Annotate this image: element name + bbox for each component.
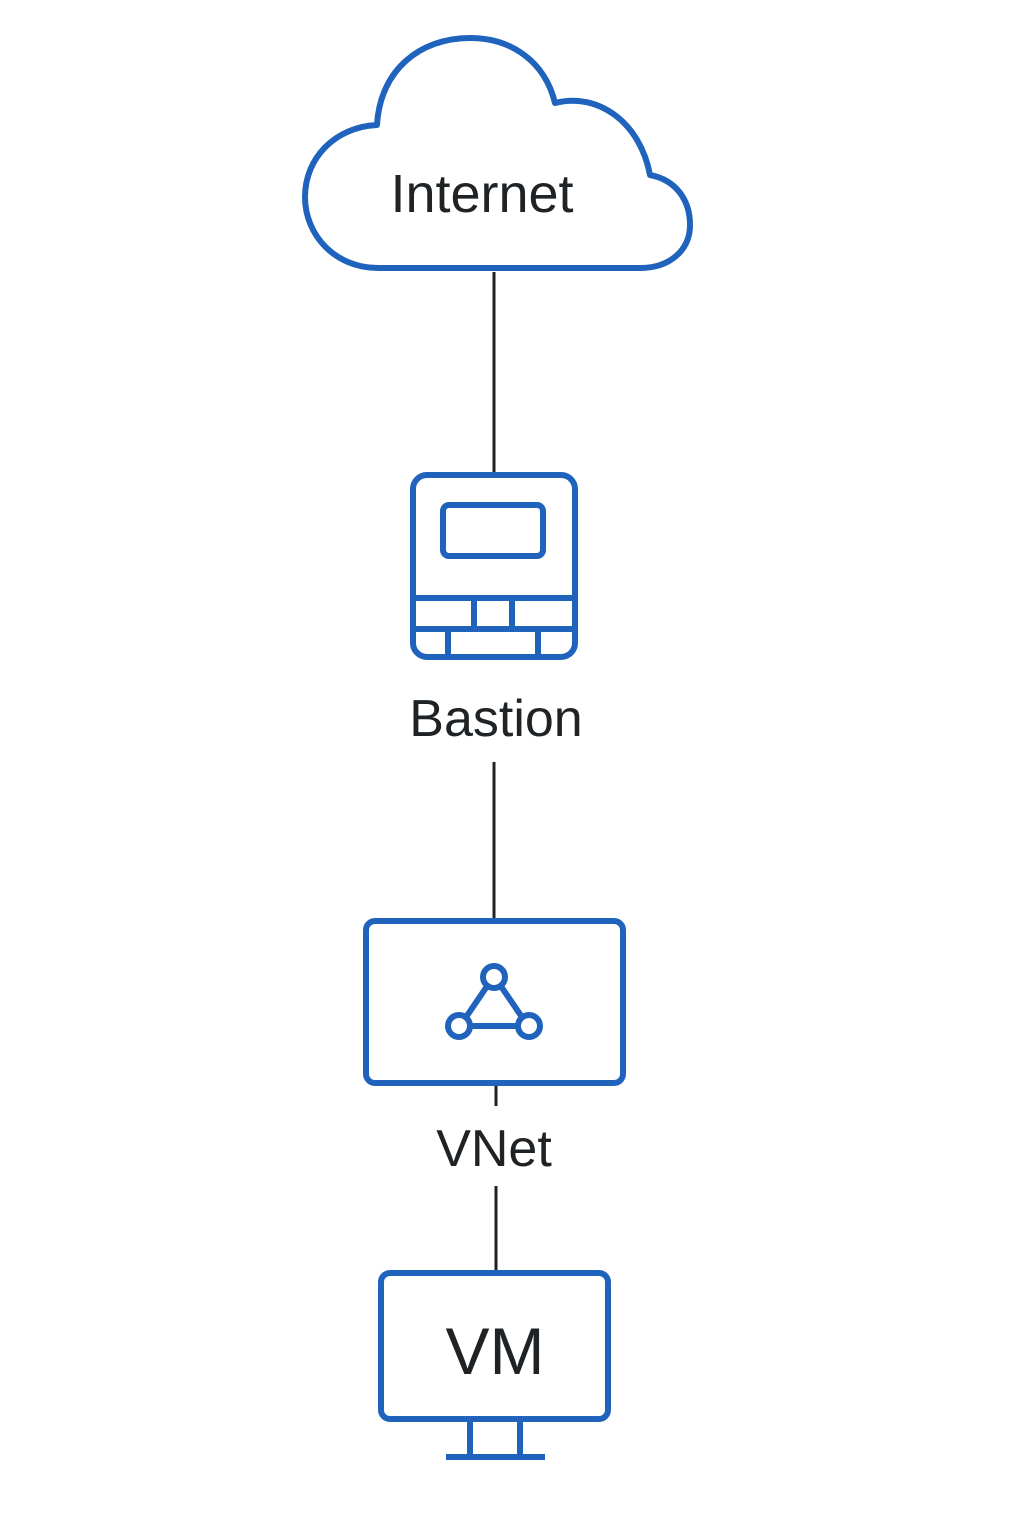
network-node-right (515, 1012, 543, 1040)
cloud-icon (302, 35, 693, 271)
connectors (492, 272, 498, 1272)
internet-label: Internet (390, 164, 573, 224)
internet-node: Internet (302, 35, 693, 271)
network-node-top (480, 963, 508, 991)
vnet-box (363, 918, 626, 1086)
bastion-device-screen (440, 502, 546, 559)
vm-label: VM (446, 1314, 545, 1388)
monitor-screen (378, 1270, 611, 1422)
bastion-device-body (410, 472, 578, 660)
bastion-label: Bastion (409, 690, 582, 748)
vnet-label: VNet (436, 1120, 552, 1178)
bastion-firewall-icon (410, 472, 578, 660)
vm-node: VM (378, 1270, 611, 1460)
network-node-left (445, 1012, 473, 1040)
network-triangle-icon (445, 963, 543, 1040)
bastion-node: Bastion (409, 472, 583, 748)
vnet-node: VNet (363, 918, 626, 1178)
monitor-icon (378, 1270, 611, 1460)
